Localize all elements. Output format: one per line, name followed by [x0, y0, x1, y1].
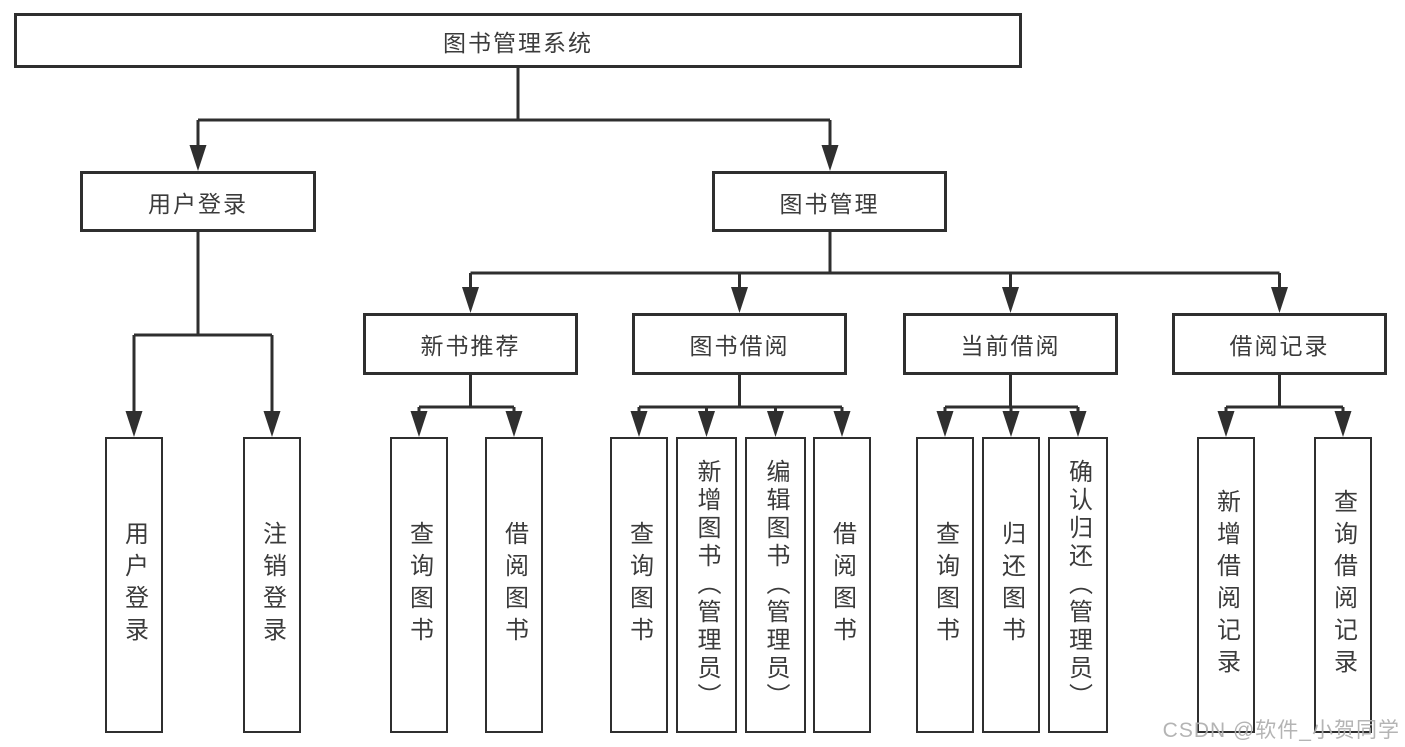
leaf-edit-book-admin: 编辑图书（管理员） [745, 437, 806, 733]
leaf-query-books-current: 查询图书 [916, 437, 974, 733]
leaf-add-book-admin-label: 新增图书（管理员） [693, 459, 720, 711]
leaf-return-book: 归还图书 [982, 437, 1040, 733]
leaf-confirm-return-admin-label: 确认归还（管理员） [1064, 459, 1092, 711]
leaf-query-books-current-label: 查询图书 [931, 521, 959, 649]
leaf-query-books-recommend: 查询图书 [390, 437, 448, 733]
node-root-system: 图书管理系统 [14, 13, 1022, 68]
node-book-borrow: 图书借阅 [632, 313, 847, 375]
leaf-query-borrow-record-label: 查询借阅记录 [1329, 489, 1357, 681]
leaf-borrow-books-recommend-label: 借阅图书 [500, 521, 528, 649]
leaf-query-books-borrow: 查询图书 [610, 437, 668, 733]
leaf-add-book-admin: 新增图书（管理员） [676, 437, 737, 733]
connector-book-mgmt-to-level3 [462, 232, 1288, 313]
leaf-logout: 注销登录 [243, 437, 301, 733]
leaf-edit-book-admin-label: 编辑图书（管理员） [762, 459, 789, 711]
leaf-logout-label: 注销登录 [258, 521, 286, 649]
leaf-add-borrow-record: 新增借阅记录 [1197, 437, 1255, 733]
connector-borrow-records-to-leaves [1217, 375, 1352, 437]
leaf-borrow-books: 借阅图书 [813, 437, 871, 733]
leaf-query-books-borrow-label: 查询图书 [625, 521, 653, 649]
connector-book-borrow-to-leaves [630, 375, 851, 437]
connector-current-borrow-to-leaves [936, 375, 1087, 437]
node-book-management: 图书管理 [712, 171, 947, 232]
node-borrow-records: 借阅记录 [1172, 313, 1387, 375]
node-new-book-recommend: 新书推荐 [363, 313, 578, 375]
node-current-borrow: 当前借阅 [903, 313, 1118, 375]
leaf-query-books-recommend-label: 查询图书 [405, 521, 433, 649]
watermark-text: CSDN @软件_小贺同学 [1162, 719, 1400, 742]
connector-root-to-level2 [189, 68, 839, 171]
leaf-user-login: 用户登录 [105, 437, 163, 733]
leaf-confirm-return-admin: 确认归还（管理员） [1048, 437, 1108, 733]
connector-new-book-to-leaves [410, 375, 523, 437]
leaf-borrow-books-label: 借阅图书 [828, 521, 856, 649]
leaf-return-book-label: 归还图书 [997, 521, 1025, 649]
node-user-login: 用户登录 [80, 171, 316, 232]
connector-user-login-to-leaves [125, 232, 281, 437]
leaf-add-borrow-record-label: 新增借阅记录 [1212, 489, 1240, 681]
leaf-user-login-label: 用户登录 [120, 521, 148, 649]
leaf-borrow-books-recommend: 借阅图书 [485, 437, 543, 733]
leaf-query-borrow-record: 查询借阅记录 [1314, 437, 1372, 733]
